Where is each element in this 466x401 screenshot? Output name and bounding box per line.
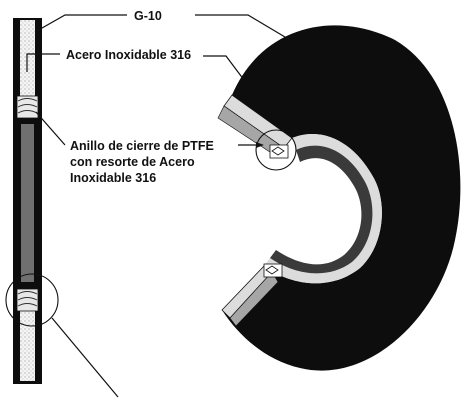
ring-inner-dark-band	[270, 145, 373, 274]
seal-label-line2: con resorte de Acero	[70, 155, 195, 169]
stainless-label: Acero Inoxidable 316	[66, 48, 191, 62]
detail-magnifier-circle	[5, 273, 59, 327]
strip-g10-core	[21, 124, 34, 282]
lower-seal-detail	[16, 288, 39, 312]
g10-label: G-10	[134, 9, 162, 23]
seal-label-line3: Inoxidable 316	[70, 171, 156, 185]
upper-seal-detail	[16, 95, 39, 119]
bottom-cut-seal-insert	[263, 263, 283, 278]
top-cut-seal-insert	[269, 144, 289, 159]
leader-lines	[26, 14, 291, 398]
gasket-ring-3d	[217, 25, 461, 371]
ring-body	[222, 25, 461, 371]
ring-magnifier-circle	[255, 129, 297, 171]
cross-section-strip	[5, 18, 59, 384]
strip-lower-stippled-face	[20, 298, 35, 381]
seal-label-line1: Anillo de cierre de PTFE	[70, 139, 214, 153]
